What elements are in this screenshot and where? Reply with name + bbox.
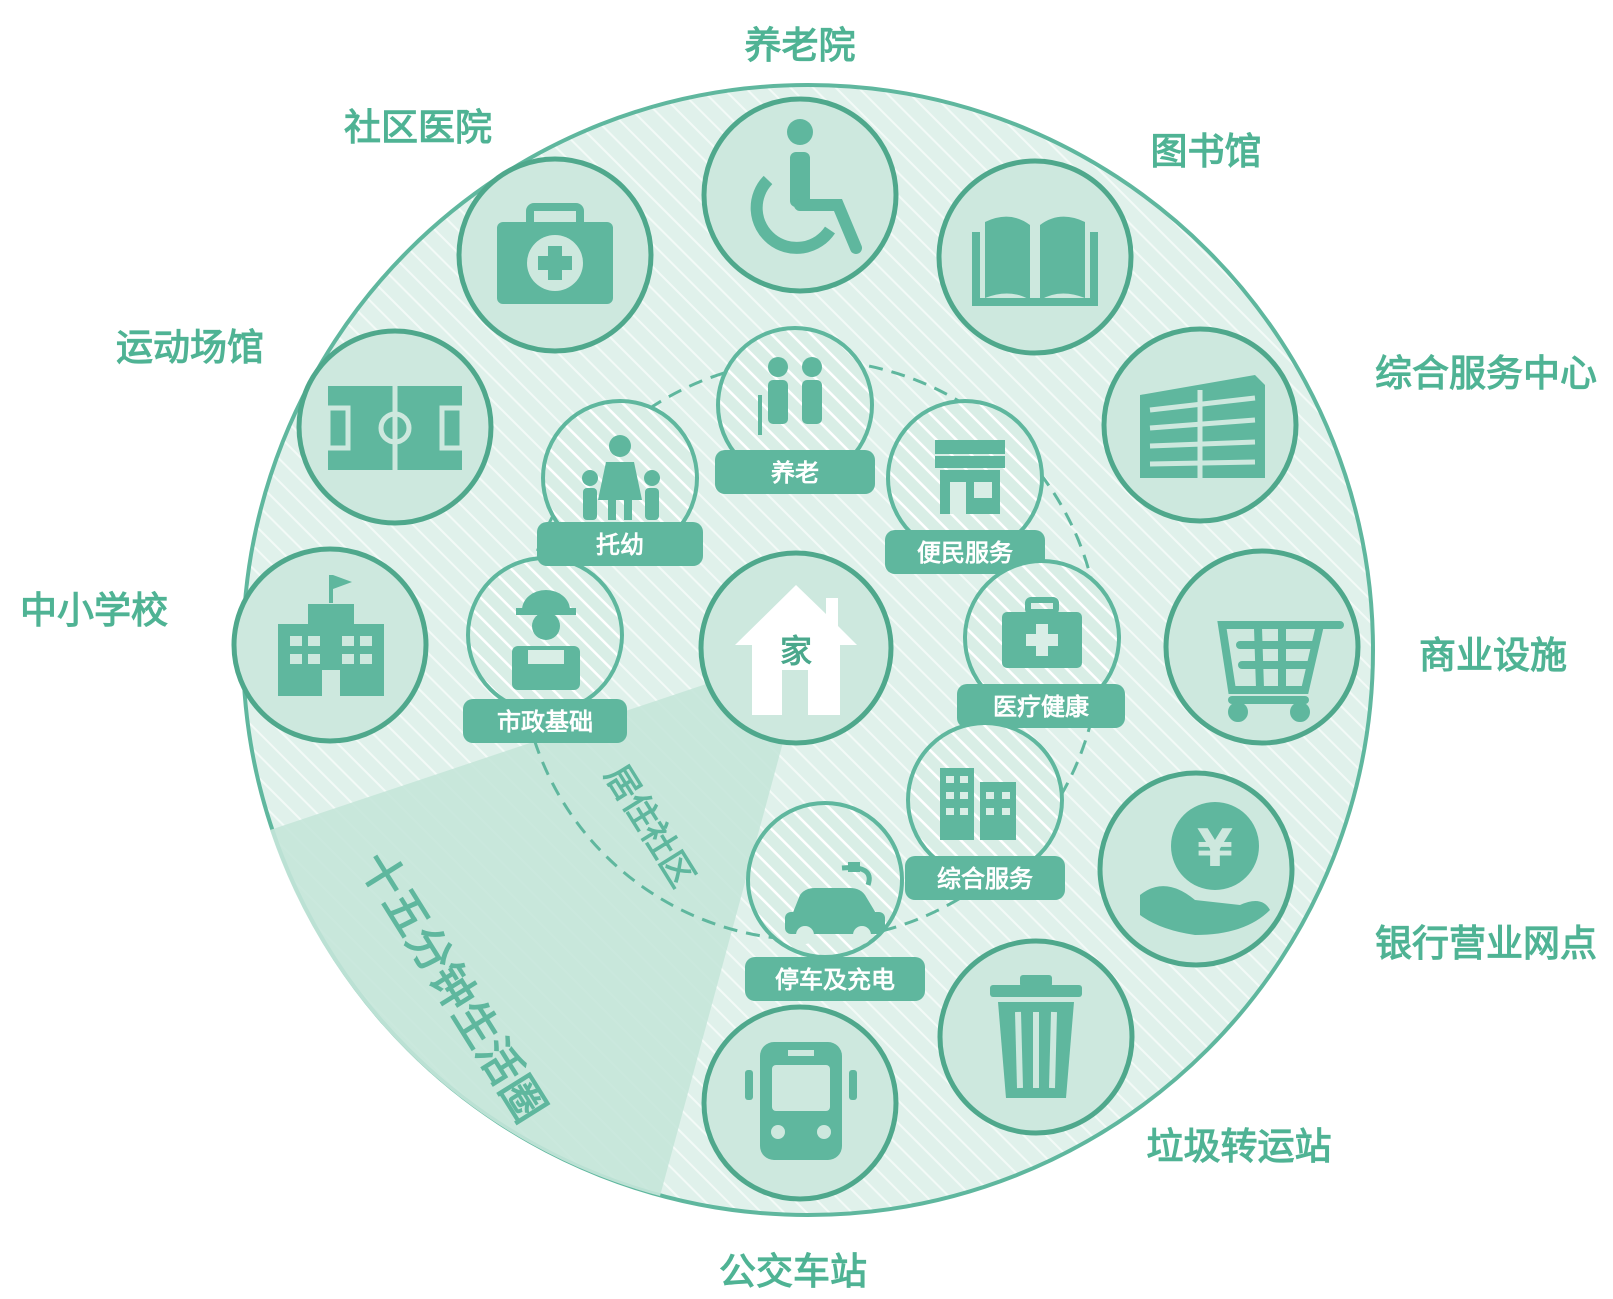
service-healthcare-label: 医疗健康 [993, 693, 1090, 721]
facility-elderly-home-label: 养老院 [745, 24, 856, 67]
school-building-icon [278, 575, 384, 696]
facility-service-center [1101, 326, 1299, 524]
center-home-label: 家 [780, 632, 812, 670]
electric-car-icon [785, 862, 885, 944]
facility-library-label: 图书馆 [1151, 130, 1262, 173]
soccer-field-icon [325, 386, 465, 470]
facility-bank: ¥ [1097, 770, 1295, 968]
service-municipal-tag [463, 699, 627, 743]
service-childcare-label: 托幼 [596, 531, 644, 559]
trash-can-icon [990, 975, 1082, 1098]
service-convenience-tag [885, 530, 1045, 574]
service-eldercare [716, 326, 874, 484]
svg-text:¥: ¥ [1197, 819, 1233, 879]
service-eldercare-tag [715, 450, 875, 494]
facility-elderly-home [701, 96, 899, 294]
family-icon [582, 435, 660, 520]
facility-clinic-label: 社区医院 [344, 106, 492, 149]
facility-commercial-label: 商业设施 [1419, 634, 1567, 677]
facility-garbage [937, 938, 1135, 1136]
wheelchair-icon [750, 119, 862, 254]
service-municipal-label: 市政基础 [497, 708, 593, 736]
service-parking-label: 停车及充电 [775, 966, 895, 994]
facility-service-center-label: 综合服务中心 [1375, 352, 1597, 395]
office-building-icon [1140, 375, 1265, 478]
service-parking [746, 801, 904, 959]
facility-bus-stop [701, 1004, 899, 1202]
service-integrated [906, 721, 1064, 879]
facility-stadium [296, 328, 494, 526]
service-childcare [541, 399, 699, 557]
shop-front-icon [935, 440, 1005, 514]
house-icon [735, 585, 857, 715]
medical-kit-icon [497, 203, 613, 304]
service-eldercare-label: 养老 [770, 459, 819, 487]
worker-icon [512, 590, 580, 690]
elderly-couple-icon [758, 357, 822, 435]
facility-bank-label: 银行营业网点 [1375, 922, 1597, 965]
facility-commercial [1163, 548, 1361, 746]
service-childcare-tag [537, 522, 703, 566]
facility-school-label: 中小学校 [20, 589, 168, 632]
center-home: 家 [698, 550, 894, 746]
service-integrated-tag [905, 856, 1065, 900]
service-parking-tag [745, 957, 925, 1001]
buildings-icon [940, 768, 1016, 840]
shopping-cart-icon [1217, 621, 1344, 722]
facility-garbage-label: 垃圾转运站 [1147, 1125, 1332, 1168]
service-healthcare-tag [957, 684, 1125, 728]
facility-school [231, 546, 429, 744]
yuan-coin-hand-icon: ¥ [1140, 802, 1270, 935]
service-municipal [466, 556, 624, 714]
facility-clinic [456, 156, 654, 354]
zone-wedge [270, 650, 808, 1196]
service-healthcare [963, 559, 1121, 717]
bus-icon [745, 1042, 857, 1160]
open-book-icon [972, 216, 1098, 306]
facility-stadium-label: 运动场馆 [116, 326, 264, 369]
service-convenience-label: 便民服务 [917, 539, 1014, 567]
facility-bus-stop-label: 公交车站 [719, 1250, 867, 1293]
medical-kit-icon [1002, 597, 1082, 668]
facility-library [936, 158, 1134, 356]
service-integrated-label: 综合服务 [937, 865, 1034, 893]
